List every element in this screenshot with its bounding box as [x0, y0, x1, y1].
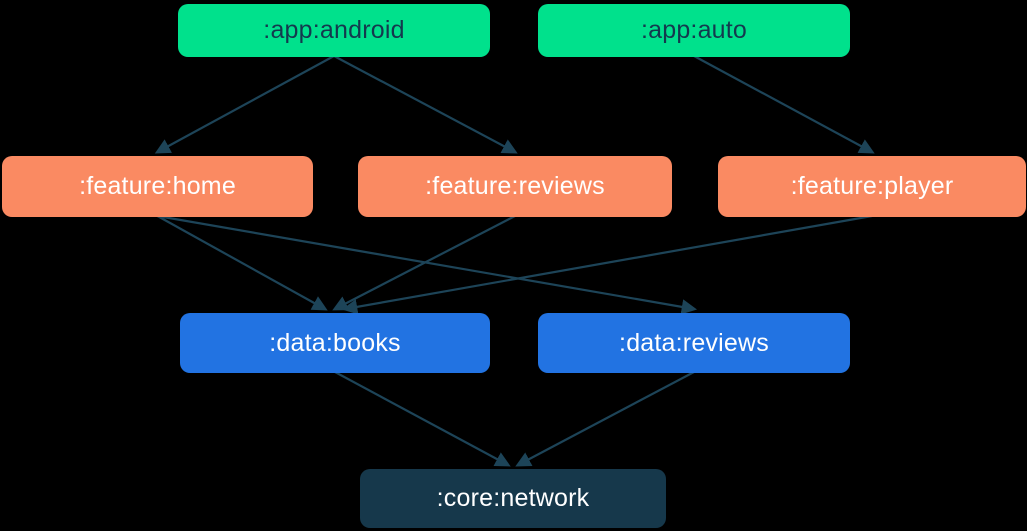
node-feature-reviews: :feature:reviews — [358, 156, 672, 217]
edge-data-books-to-core-network — [334, 371, 511, 467]
node-label: :feature:home — [79, 172, 236, 200]
node-app-auto: :app:auto — [538, 4, 850, 57]
node-label: :feature:player — [790, 172, 954, 200]
edge-feature-player-to-data-books — [341, 214, 873, 315]
node-data-reviews: :data:reviews — [538, 313, 850, 373]
edge-feature-home-to-data-reviews — [157, 214, 698, 315]
node-core-network: :core:network — [360, 469, 666, 528]
node-feature-player: :feature:player — [718, 156, 1026, 217]
node-label: :app:android — [263, 16, 405, 44]
node-label: :feature:reviews — [425, 172, 605, 200]
node-app-android: :app:android — [178, 4, 490, 57]
edge-feature-home-to-data-books — [156, 215, 328, 311]
node-feature-home: :feature:home — [2, 156, 313, 217]
edge-feature-reviews-to-data-books — [332, 215, 516, 311]
edge-data-reviews-to-core-network — [515, 371, 695, 467]
node-label: :app:auto — [640, 16, 748, 44]
edge-app-android-to-feature-reviews — [333, 55, 518, 154]
edge-app-auto-to-feature-player — [693, 55, 875, 154]
node-data-books: :data:books — [180, 313, 490, 373]
edge-app-android-to-feature-home — [154, 55, 335, 154]
dependency-arrows — [154, 55, 875, 467]
node-label: :data:books — [269, 328, 401, 357]
node-label: :data:reviews — [619, 328, 769, 357]
node-label: :core:network — [436, 484, 590, 512]
